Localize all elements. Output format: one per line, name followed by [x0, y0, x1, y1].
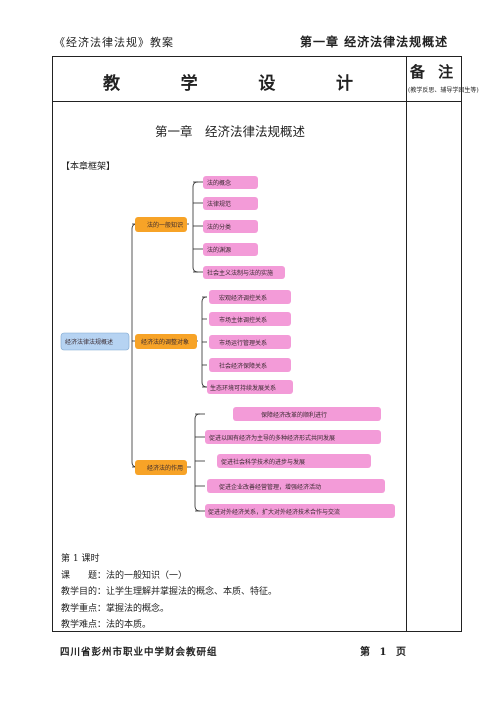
leaf-node-box [203, 197, 258, 210]
leaf-node-box [203, 220, 258, 233]
title-char: 设 [258, 74, 276, 94]
leaf-node: 法律规范 [207, 200, 231, 208]
topic-label: 课 题： [61, 570, 107, 581]
leaf-node-box [205, 430, 381, 444]
leaf-node-box [207, 479, 385, 493]
root-node: 经济法律法规概述 [65, 338, 113, 346]
leaf-node-box [217, 454, 371, 468]
leaf-node-box [203, 266, 285, 279]
lesson-period: 第 1 课时 [61, 554, 100, 564]
lesson-goal-row: 教学目的：让学生理解并掌握法的概念、本质、特征。 [61, 584, 277, 601]
leaf-node: 法的渊源 [207, 246, 231, 254]
leaf-node: 保障经济改革的顺利进行 [261, 411, 327, 419]
title-char: 教 [103, 74, 120, 94]
leaf-node-box [203, 243, 258, 256]
page-number-value: 1 [379, 647, 387, 658]
chapter-mindmap: 经济法律法规概述 法的一般知识 经济法的调整对象 经济法的作用 法的概念 法律规… [60, 176, 395, 518]
difficulty-value: 法的本质。 [106, 620, 152, 630]
goal-value: 让学生理解并掌握法的概念、本质、特征。 [106, 587, 278, 597]
leaf-node: 市场运行管理关系 [219, 339, 267, 347]
leaf-node: 促进对外经济关系，扩大对外经济技术合作与交流 [208, 508, 340, 516]
branch-node-box [135, 217, 187, 232]
column-divider [406, 57, 407, 632]
lesson-info: 第 1 课时 课 题：法的一般知识（一） 教学目的：让学生理解并掌握法的概念、本… [61, 551, 277, 634]
footer-school: 四川省彭州市职业中学财会教研组 [60, 647, 218, 658]
leaf-node: 促进社会科学技术的进步与发展 [221, 458, 305, 466]
leaf-node: 市场主体调控关系 [219, 316, 267, 324]
connector-line [194, 413, 201, 512]
framework-label: 【本章框架】 [61, 162, 116, 172]
leaf-node-box [209, 358, 291, 372]
goal-label: 教学目的： [61, 587, 107, 597]
branch-node: 经济法的作用 [147, 464, 183, 472]
connector-line [192, 181, 199, 273]
lesson-difficulty-row: 教学难点：法的本质。 [61, 617, 277, 634]
branch-node-box [135, 460, 187, 475]
branch-node: 经济法的调整对象 [141, 338, 189, 346]
header-row-divider [53, 101, 461, 102]
lesson-topic-row: 课 题：法的一般知识（一） [61, 568, 277, 585]
leaf-node: 促进企业改善经营管理，增强经济活动 [219, 483, 321, 491]
leaf-node-box [209, 312, 291, 326]
leaf-node: 促进以国有经济为主导的多种经济形式共同发展 [209, 434, 335, 442]
leaf-node-box [207, 380, 293, 394]
page-suffix: 页 [395, 647, 406, 658]
table-title: 教 学 设 计 [103, 69, 353, 94]
page-prefix: 第 [360, 647, 370, 658]
leaf-node-box [233, 407, 381, 421]
branch-node-box [135, 334, 197, 349]
lesson-plan-table: 教 学 设 计 备 注 (教学反思、辅导学困生等) 第一章 经济法律法规概述 【… [52, 56, 479, 634]
branch-node: 法的一般知识 [147, 221, 183, 229]
difficulty-label: 教学难点： [61, 620, 107, 630]
notes-column-title: 备 注 [409, 63, 458, 81]
running-chapter-title: 第一章 经济法律法规概述 [300, 35, 449, 49]
leaf-node-box [205, 504, 395, 518]
leaf-node-box [209, 290, 291, 304]
book-title: 《经济法律法规》教案 [54, 36, 174, 49]
notes-column-subtitle: (教学反思、辅导学困生等) [408, 87, 479, 94]
page-number: 第 1 页 [360, 643, 406, 658]
leaf-node: 法的概念 [207, 179, 231, 187]
title-char: 学 [180, 74, 198, 94]
title-char: 计 [335, 74, 353, 94]
root-node-box [60, 332, 130, 351]
leaf-node: 社会主义法制与法的实施 [207, 269, 273, 277]
key-label: 教学重点： [61, 603, 107, 614]
leaf-node: 宏观经济调控关系 [219, 294, 267, 302]
topic-value: 法的一般知识（一） [106, 570, 188, 581]
chapter-title: 第一章 经济法律法规概述 [154, 124, 305, 139]
leaf-node-box [203, 176, 258, 189]
key-value: 掌握法的概念。 [106, 603, 170, 614]
leaf-node-box [209, 335, 291, 349]
leaf-node: 生态环境可持续发展关系 [210, 384, 276, 392]
leaf-node: 法的分类 [207, 223, 231, 231]
leaf-node: 社会经济保障关系 [219, 362, 267, 370]
lesson-key-row: 教学重点：掌握法的概念。 [61, 601, 277, 618]
